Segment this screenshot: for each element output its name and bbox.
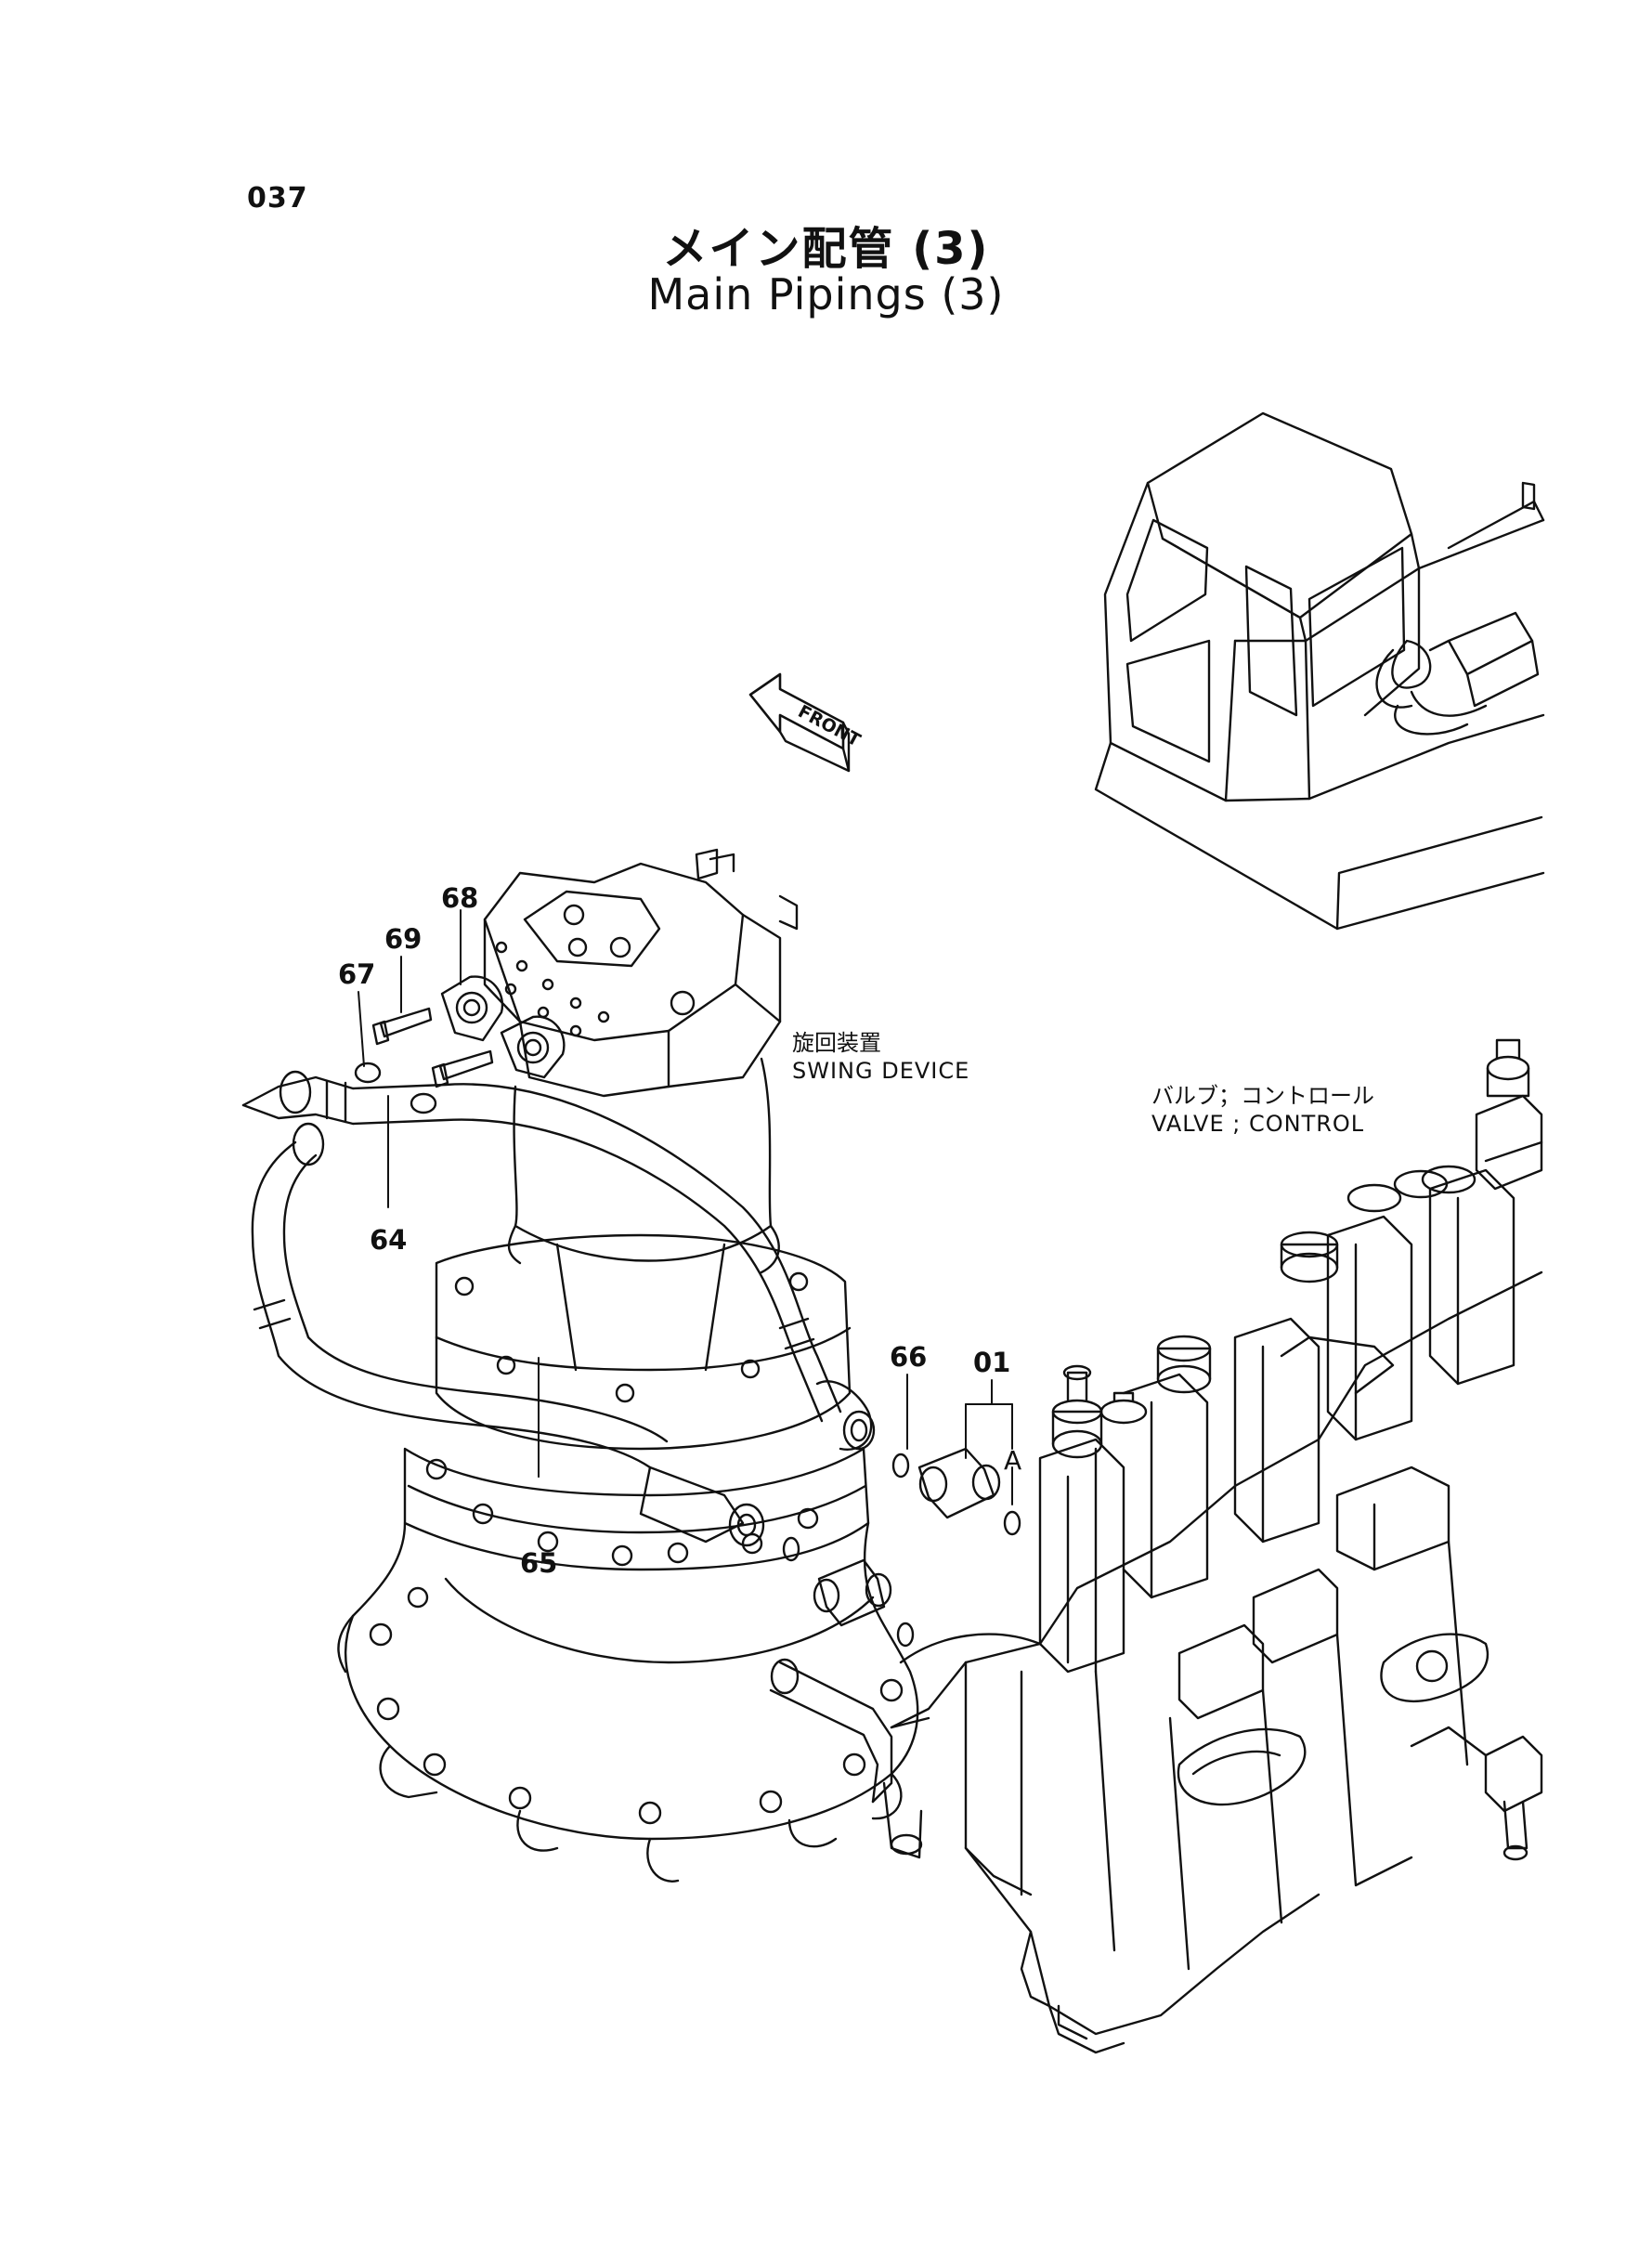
excavator-overview bbox=[1096, 413, 1543, 929]
swing-device-label-jp: 旋回装置 bbox=[792, 1030, 881, 1056]
callout-69: 69 bbox=[384, 923, 423, 955]
callout-64: 64 bbox=[370, 1224, 408, 1256]
control-valve-label-en: VALVE ; CONTROL bbox=[1151, 1111, 1365, 1137]
title-english: Main Pipings (3) bbox=[647, 269, 1005, 319]
control-valve bbox=[891, 1040, 1541, 2052]
page-number: 037 bbox=[247, 182, 308, 215]
front-arrow: FRONT bbox=[750, 674, 864, 771]
callout-68: 68 bbox=[441, 882, 479, 914]
callout-A: A bbox=[1004, 1445, 1022, 1476]
swing-device bbox=[338, 850, 917, 1882]
adapters-orings bbox=[771, 1449, 1020, 1857]
flange-assembly bbox=[356, 977, 564, 1113]
leader-lines bbox=[358, 910, 1012, 1505]
front-arrow-label: FRONT bbox=[795, 701, 864, 751]
callout-67: 67 bbox=[338, 958, 376, 990]
title-japanese: メイン配管 (3) bbox=[662, 223, 990, 275]
callout-01: 01 bbox=[973, 1347, 1011, 1378]
swing-device-label-en: SWING DEVICE bbox=[792, 1058, 970, 1084]
callout-65: 65 bbox=[520, 1547, 558, 1579]
control-valve-label-jp: バルブ；コントロール bbox=[1151, 1083, 1374, 1109]
hydraulic-pipes bbox=[243, 1072, 874, 1545]
callout-66: 66 bbox=[890, 1341, 928, 1373]
